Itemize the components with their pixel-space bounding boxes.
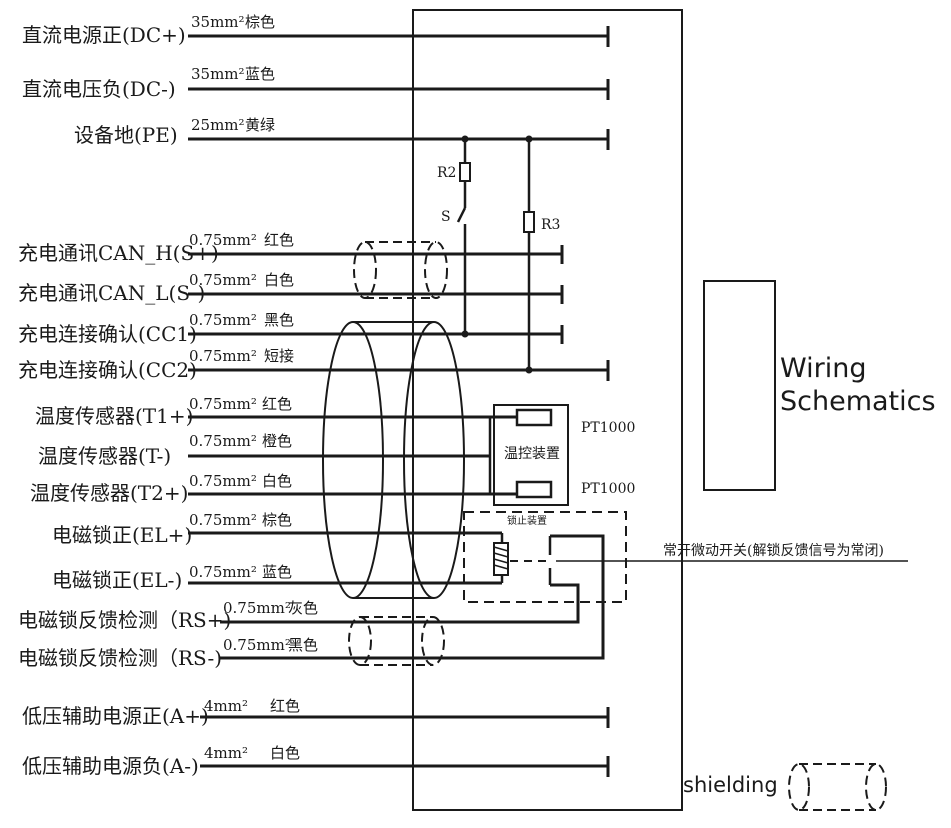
- label-t-minus: 温度传感器(T-): [38, 444, 171, 468]
- pt1000-label-1: PT1000: [581, 420, 635, 436]
- label-can-l: 充电通讯CAN_L(S-): [18, 281, 205, 305]
- label-dc-minus: 直流电压负(DC-): [22, 77, 176, 101]
- solenoid-winding: [493, 546, 509, 570]
- gauge-a-minus: 4mm²: [204, 744, 248, 762]
- color-cc2: 短接: [264, 347, 294, 365]
- color-el-minus: 蓝色: [262, 563, 292, 581]
- label-el-plus: 电磁锁正(EL+): [52, 523, 192, 547]
- lock-device-box: [463, 511, 627, 603]
- gauge-a-plus: 4mm²: [204, 697, 248, 715]
- shield-can: [353, 241, 448, 299]
- shield-main: [322, 321, 465, 599]
- title-line-1: Wiring: [780, 353, 866, 384]
- temp-control-box: [493, 404, 569, 506]
- label-rs-plus: 电磁锁反馈检测（RS+): [18, 608, 231, 632]
- gauge-rs-plus: 0.75mm²: [223, 599, 291, 617]
- label-cc2: 充电连接确认(CC2): [18, 358, 197, 382]
- gauge-can-l: 0.75mm²: [189, 271, 257, 289]
- label-dc-plus: 直流电源正(DC+): [22, 23, 186, 47]
- gauge-t2-plus: 0.75mm²: [189, 472, 257, 490]
- s-label: S: [441, 209, 451, 225]
- pt1000-sensor-2: [515, 480, 553, 499]
- color-a-plus: 红色: [270, 697, 300, 715]
- shielding-legend-label: shielding: [683, 773, 778, 797]
- wire-labels: 直流电源正(DC+) 直流电压负(DC-) 设备地(PE) 充电通讯CAN_H(…: [18, 23, 231, 778]
- wire-colors: 棕色 蓝色 黄绿 红色 白色 黑色 短接 红色 橙色 白色 棕色 蓝色 灰色 黑…: [245, 13, 318, 762]
- pt1000-label-2: PT1000: [581, 481, 635, 497]
- gauge-dc-minus: 35mm²: [191, 65, 245, 83]
- gauge-el-plus: 0.75mm²: [189, 511, 257, 529]
- color-can-h: 红色: [264, 231, 294, 249]
- title-box: [703, 280, 776, 491]
- label-el-minus: 电磁锁正(EL-): [52, 568, 182, 592]
- gauge-can-h: 0.75mm²: [189, 231, 257, 249]
- sensor-common-wire: [488, 415, 517, 496]
- gauge-t1-plus: 0.75mm²: [189, 395, 257, 413]
- gauge-cc1: 0.75mm²: [189, 311, 257, 329]
- color-rs-plus: 灰色: [288, 599, 318, 617]
- temp-control-label: 温控装置: [504, 446, 560, 462]
- color-t2-plus: 白色: [262, 472, 292, 490]
- wire-gauges: 35mm² 35mm² 25mm² 0.75mm² 0.75mm² 0.75mm…: [189, 13, 291, 762]
- gauge-rs-minus: 0.75mm²: [223, 636, 291, 654]
- color-a-minus: 白色: [270, 744, 300, 762]
- wire-rs-plus: [220, 583, 580, 624]
- color-el-plus: 棕色: [262, 511, 292, 529]
- color-dc-plus: 棕色: [245, 13, 275, 31]
- color-dc-minus: 蓝色: [245, 65, 275, 83]
- label-cc1: 充电连接确认(CC1): [18, 322, 197, 346]
- color-can-l: 白色: [264, 271, 294, 289]
- shielding-legend-icon: [788, 763, 887, 811]
- gauge-t-minus: 0.75mm²: [189, 432, 257, 450]
- r2-label: R2: [437, 165, 456, 181]
- label-can-h: 充电通讯CAN_H(S+): [18, 241, 219, 265]
- pe-branch: [456, 139, 531, 370]
- junction-dots: [461, 135, 533, 374]
- color-rs-minus: 黑色: [288, 636, 318, 654]
- shield-rs: [348, 616, 445, 666]
- label-t1-plus: 温度传感器(T1+): [35, 404, 193, 428]
- pt1000-sensor-1: [515, 408, 553, 427]
- color-t-minus: 橙色: [262, 432, 292, 450]
- label-a-plus: 低压辅助电源正(A+): [22, 704, 209, 728]
- terminal-ticks: [560, 26, 610, 777]
- wire-lines: [188, 34, 608, 768]
- label-a-minus: 低压辅助电源负(A-): [22, 754, 199, 778]
- title-line-2: Schematics: [780, 386, 936, 417]
- r3-label: R3: [541, 217, 560, 233]
- gauge-pe: 25mm²: [191, 116, 245, 134]
- label-t2-plus: 温度传感器(T2+): [30, 481, 188, 505]
- label-pe: 设备地(PE): [74, 123, 178, 147]
- color-pe: 黄绿: [245, 116, 275, 134]
- micro-switch-label: 常开微动开关(解锁反馈信号为常闭): [663, 543, 884, 559]
- gauge-cc2: 0.75mm²: [189, 347, 257, 365]
- gauge-el-minus: 0.75mm²: [189, 563, 257, 581]
- lock-device-label: 锁止装置: [507, 514, 547, 527]
- enclosure-box: [412, 9, 683, 811]
- resistor-r3: [523, 211, 535, 233]
- switch-s: [456, 207, 467, 223]
- wire-rs-minus: [220, 534, 605, 660]
- color-t1-plus: 红色: [262, 395, 292, 413]
- label-rs-minus: 电磁锁反馈检测（RS-): [18, 646, 222, 670]
- color-cc1: 黑色: [264, 311, 294, 329]
- resistor-r2: [459, 162, 471, 182]
- gauge-dc-plus: 35mm²: [191, 13, 245, 31]
